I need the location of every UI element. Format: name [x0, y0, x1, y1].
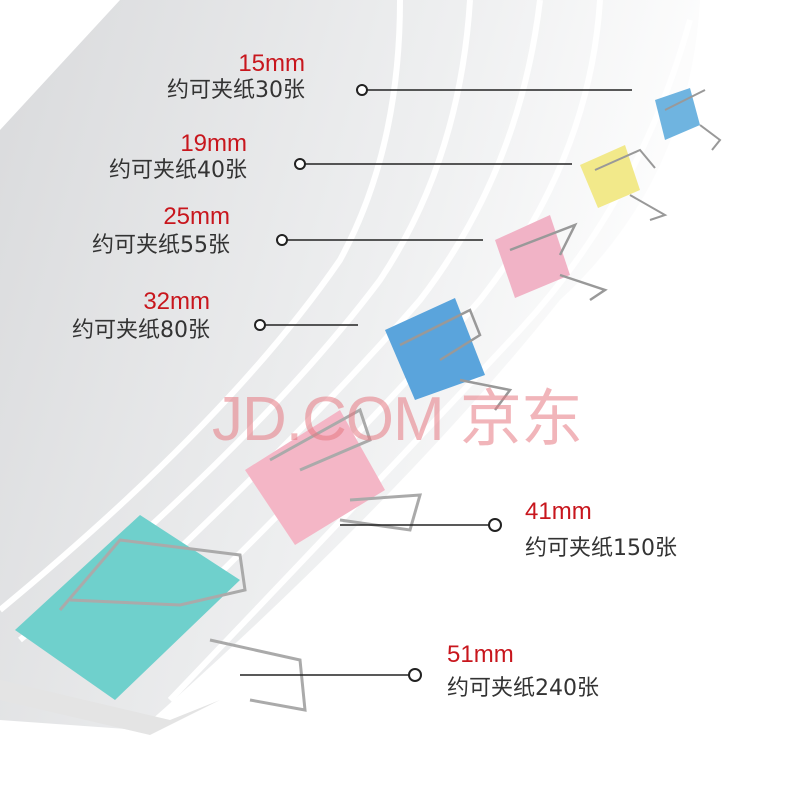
clip-size: 32mm: [143, 288, 210, 315]
clip-capacity: 约可夹纸150张: [525, 536, 677, 561]
clip-size: 25mm: [163, 203, 230, 230]
clip-capacity: 约可夹纸40张: [109, 158, 247, 183]
clip-size: 51mm: [447, 641, 514, 668]
clip-capacity: 约可夹纸240张: [447, 676, 599, 701]
binder-clip-15mm: [655, 88, 722, 151]
binder-clip-51mm: [15, 515, 307, 712]
paper-bottom-edge: [0, 680, 220, 735]
binder-clip-32mm: [385, 298, 513, 411]
clip-size: 15mm: [238, 50, 305, 77]
binder-clip-25mm: [495, 215, 608, 302]
clip-capacity: 约可夹纸80张: [72, 318, 210, 343]
callout-lines: [240, 84, 632, 682]
watermark: JD.COM 京东: [212, 385, 583, 454]
clip-capacity: 约可夹纸55张: [92, 233, 230, 258]
clip-size: 19mm: [180, 130, 247, 157]
clip-size: 41mm: [525, 498, 592, 525]
clip-capacity: 约可夹纸30张: [167, 78, 305, 103]
binder-clip-19mm: [580, 145, 668, 221]
